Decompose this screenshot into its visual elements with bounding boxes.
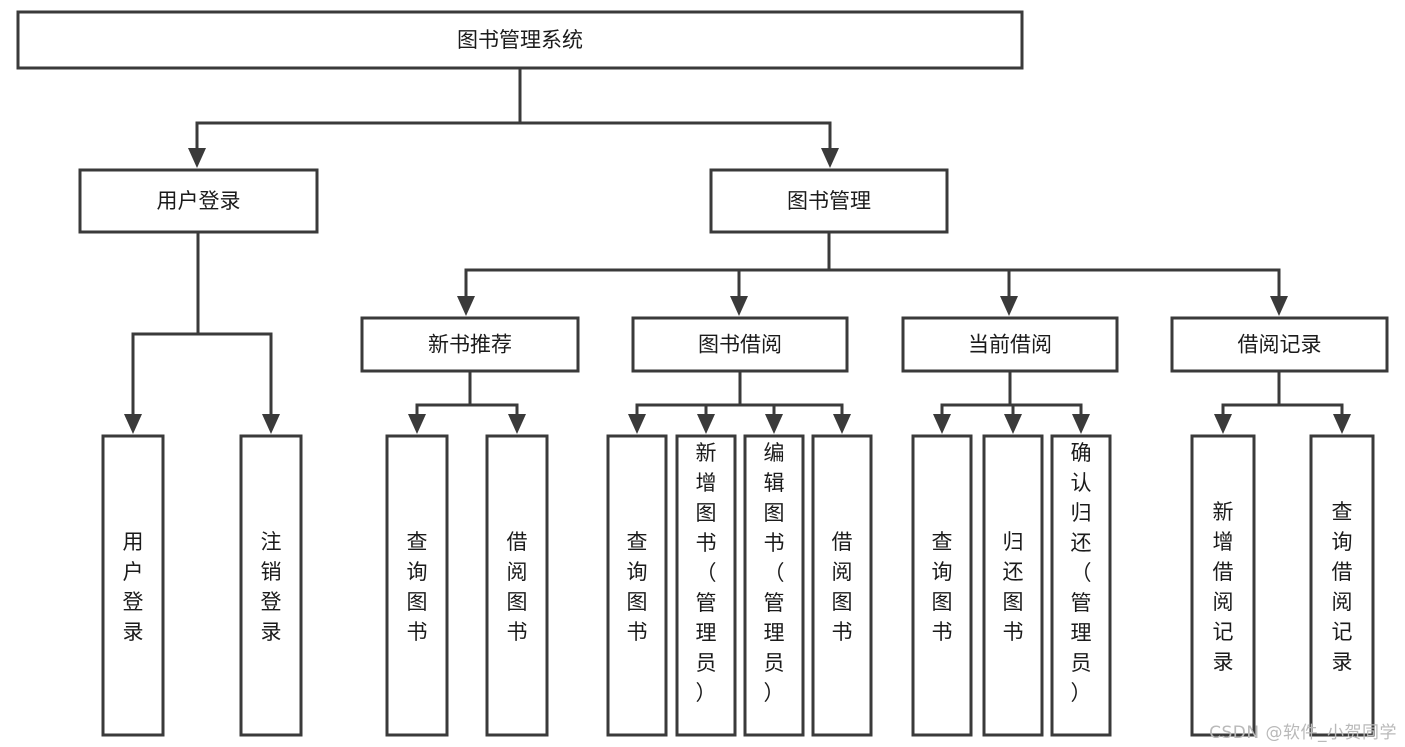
csdn-watermark: CSDN @软件_小贺同学 — [1209, 723, 1397, 743]
node-box[interactable] — [606, 434, 668, 737]
arrow-head-icon — [1072, 414, 1090, 434]
node-box[interactable] — [78, 168, 319, 234]
node-leaf-return-book[interactable]: 归还图书 — [982, 434, 1044, 737]
node-label: 用户登录 — [123, 530, 144, 644]
node-leaf-user-login[interactable]: 用户登录 — [101, 434, 165, 737]
node-box[interactable] — [101, 434, 165, 737]
node-new-book-recommend[interactable]: 新书推荐 — [360, 316, 580, 373]
arrow-head-icon — [730, 296, 748, 316]
node-label: 归还图书 — [1003, 530, 1024, 644]
node-leaf-query-book-recommend[interactable]: 查询图书 — [385, 434, 449, 737]
arrow-head-icon — [124, 414, 142, 434]
node-box[interactable] — [1190, 434, 1256, 737]
arrow-head-icon — [765, 414, 783, 434]
node-label: 当前借阅 — [968, 333, 1052, 357]
arrow-head-icon — [457, 296, 475, 316]
node-leaf-borrow-book-recommend[interactable]: 借阅图书 — [485, 434, 549, 737]
node-leaf-logout-login[interactable]: 注销登录 — [239, 434, 303, 737]
node-box[interactable] — [911, 434, 973, 737]
node-box[interactable] — [16, 10, 1024, 70]
node-label: 新书推荐 — [428, 333, 512, 357]
arrow-heads-layer — [124, 148, 1351, 434]
node-box[interactable] — [743, 434, 805, 737]
node-label: 借阅图书 — [832, 530, 853, 644]
node-box[interactable] — [385, 434, 449, 737]
arrow-head-icon — [628, 414, 646, 434]
node-label: 借阅图书 — [507, 530, 528, 644]
node-leaf-query-borrow-record[interactable]: 查询借阅记录 — [1309, 434, 1375, 737]
node-user-login[interactable]: 用户登录 — [78, 168, 319, 234]
node-label: 确认归还（管理员） — [1071, 441, 1092, 705]
node-leaf-add-borrow-record[interactable]: 新增借阅记录 — [1190, 434, 1256, 737]
node-label: 查询借阅记录 — [1332, 500, 1353, 674]
node-box[interactable] — [631, 316, 849, 373]
arrow-head-icon — [1004, 414, 1022, 434]
node-label: 注销登录 — [261, 530, 282, 644]
node-box[interactable] — [709, 168, 949, 234]
node-box[interactable] — [1050, 434, 1112, 737]
node-box[interactable] — [811, 434, 873, 737]
node-label: 图书借阅 — [698, 333, 782, 357]
node-book-management[interactable]: 图书管理 — [709, 168, 949, 234]
node-leaf-query-book-current[interactable]: 查询图书 — [911, 434, 973, 737]
node-leaf-borrow-book[interactable]: 借阅图书 — [811, 434, 873, 737]
arrow-head-icon — [933, 414, 951, 434]
arrow-head-icon — [833, 414, 851, 434]
node-label: 用户登录 — [157, 189, 241, 213]
node-label: 图书管理 — [787, 189, 871, 213]
node-leaf-add-book-admin[interactable]: 新增图书（管理员） — [675, 434, 737, 737]
node-box[interactable] — [360, 316, 580, 373]
arrow-head-icon — [821, 148, 839, 168]
arrow-head-icon — [408, 414, 426, 434]
node-box[interactable] — [675, 434, 737, 737]
node-book-borrow[interactable]: 图书借阅 — [631, 316, 849, 373]
arrow-head-icon — [262, 414, 280, 434]
node-box[interactable] — [1309, 434, 1375, 737]
nodes-layer: 图书管理系统用户登录图书管理新书推荐图书借阅当前借阅借阅记录用户登录注销登录查询… — [16, 10, 1389, 737]
arrow-head-icon — [1270, 296, 1288, 316]
node-label: 查询图书 — [627, 530, 648, 644]
node-leaf-edit-book-admin[interactable]: 编辑图书（管理员） — [743, 434, 805, 737]
arrow-head-icon — [1333, 414, 1351, 434]
node-label: 新增借阅记录 — [1213, 500, 1234, 674]
node-borrow-record[interactable]: 借阅记录 — [1170, 316, 1389, 373]
arrow-head-icon — [508, 414, 526, 434]
node-label: 查询图书 — [407, 530, 428, 644]
node-box[interactable] — [1170, 316, 1389, 373]
node-label: 图书管理系统 — [457, 28, 583, 52]
node-leaf-confirm-return-admin[interactable]: 确认归还（管理员） — [1050, 434, 1112, 737]
node-box[interactable] — [485, 434, 549, 737]
arrow-head-icon — [697, 414, 715, 434]
arrow-head-icon — [1000, 296, 1018, 316]
node-label: 借阅记录 — [1238, 333, 1322, 357]
node-leaf-query-book-borrow[interactable]: 查询图书 — [606, 434, 668, 737]
node-box[interactable] — [901, 316, 1119, 373]
arrow-head-icon — [1214, 414, 1232, 434]
node-current-borrow[interactable]: 当前借阅 — [901, 316, 1119, 373]
node-label: 新增图书（管理员） — [696, 441, 717, 705]
arrow-head-icon — [188, 148, 206, 168]
node-label: 查询图书 — [932, 530, 953, 644]
node-box[interactable] — [239, 434, 303, 737]
node-label: 编辑图书（管理员） — [764, 441, 785, 705]
node-box[interactable] — [982, 434, 1044, 737]
node-root[interactable]: 图书管理系统 — [16, 10, 1024, 70]
